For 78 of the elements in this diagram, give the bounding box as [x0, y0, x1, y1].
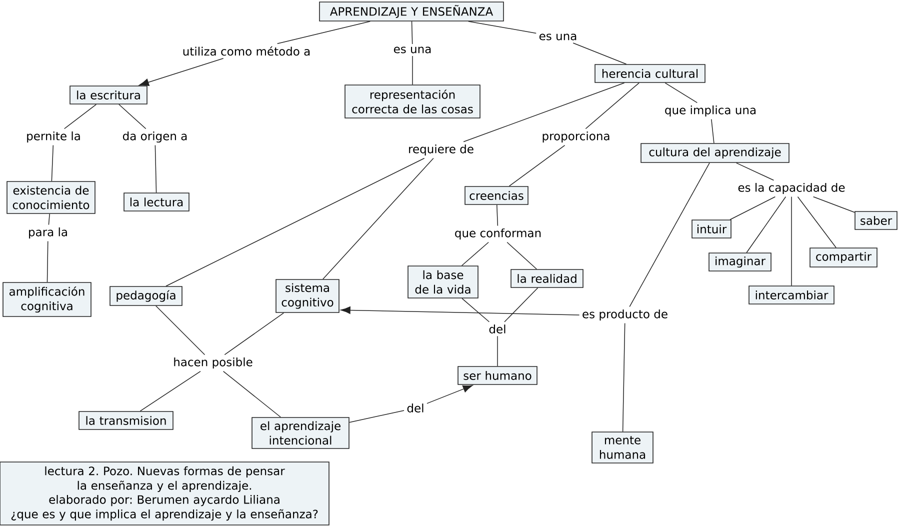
connector-line — [461, 242, 489, 266]
connector-line — [496, 204, 498, 226]
connector-line — [140, 370, 201, 412]
concept-box: representación correcta de las cosas — [344, 84, 480, 118]
concept-box: la base de la vida — [408, 266, 478, 298]
concept-box: ser humano — [458, 366, 538, 385]
connector-line — [497, 336, 498, 366]
connector-line — [572, 42, 627, 64]
connector-line — [276, 21, 371, 44]
concept-box: existencia de conocimiento — [6, 181, 96, 214]
connector-line — [51, 144, 54, 182]
connector-line — [64, 104, 97, 130]
connector-line — [463, 82, 625, 142]
concept-box: sistema cognitivo — [276, 279, 340, 313]
note-box: lectura 2. Pozo. Nuevas formas de pensar la enseñanza y el aprendizaje. elaborado por: Berumen aycardo Liliana ¿que es y que implica el aprendizaje y la enseñanza? — [0, 462, 330, 526]
connector-line — [812, 196, 855, 213]
linking-phrase: para la — [29, 227, 67, 239]
concept-box: el aprendizaje intencional — [252, 417, 350, 449]
connector-line — [711, 118, 714, 144]
concept-box: la realidad — [510, 269, 584, 288]
linking-phrase: que conforman — [455, 228, 541, 240]
arrow — [340, 306, 580, 316]
concept-box: herencia cultural — [594, 64, 706, 83]
connector-line — [746, 196, 786, 253]
concept-box: creencias — [464, 186, 528, 205]
connector-line — [166, 158, 425, 286]
concept-box: mente humana — [592, 432, 654, 464]
connector-line — [118, 104, 146, 130]
connector-line — [508, 144, 566, 186]
connector-line — [349, 410, 404, 423]
concept-box: la escritura — [70, 86, 148, 104]
connector-line — [504, 288, 538, 322]
concept-box: cultura del aprendizaje — [640, 143, 790, 163]
connector-line — [506, 242, 538, 270]
linking-phrase: es producto de — [582, 309, 668, 321]
connector-line — [48, 214, 50, 226]
connector-line — [322, 158, 434, 280]
concept-box: APRENDIZAJE Y ENSEÑANZA — [319, 2, 504, 22]
linking-phrase: del — [407, 404, 424, 412]
connector-line — [222, 370, 281, 418]
connector-line — [154, 144, 157, 193]
connector-line — [46, 240, 48, 282]
concept-box: intercambiar — [748, 286, 834, 304]
linking-phrase: que implica una — [665, 105, 756, 117]
connector-line — [156, 306, 206, 356]
connector-line — [585, 82, 640, 130]
concept-box: la transmision — [78, 411, 174, 430]
connector-line — [629, 162, 710, 308]
connector-line — [462, 298, 490, 322]
connector-line — [412, 56, 413, 85]
concept-box: compartir — [810, 248, 878, 268]
linking-phrase: da origen a — [122, 131, 187, 143]
linking-phrase: es la capacidad de — [738, 182, 845, 194]
connector-line — [411, 21, 413, 44]
concept-box: la lectura — [124, 192, 190, 212]
connector-line — [664, 82, 698, 104]
linking-phrase: proporciona — [542, 131, 610, 143]
connector-line — [468, 21, 536, 34]
concept-box: amplificación cognitiva — [2, 282, 92, 317]
linking-phrase: del — [489, 324, 506, 334]
linking-phrase: es una — [394, 46, 431, 54]
connector-line — [730, 196, 776, 220]
connector-line — [791, 196, 792, 286]
arrow — [426, 385, 473, 404]
concept-box: intuir — [692, 220, 732, 238]
concept-box: saber — [854, 211, 898, 230]
concept-box: imaginar — [708, 252, 772, 272]
linking-phrase: requiere de — [409, 144, 474, 156]
connector-line — [224, 312, 284, 356]
connector-line — [622, 322, 626, 432]
connector-line — [736, 162, 774, 181]
linking-phrase: utiliza como método a — [183, 46, 310, 56]
linking-phrase: pernite la — [27, 131, 80, 143]
arrow — [139, 58, 224, 86]
linking-phrase: hacen posible — [174, 357, 252, 369]
connector-line — [797, 196, 836, 248]
linking-phrase: es una — [539, 34, 576, 40]
concept-box: pedagogía — [110, 286, 182, 306]
